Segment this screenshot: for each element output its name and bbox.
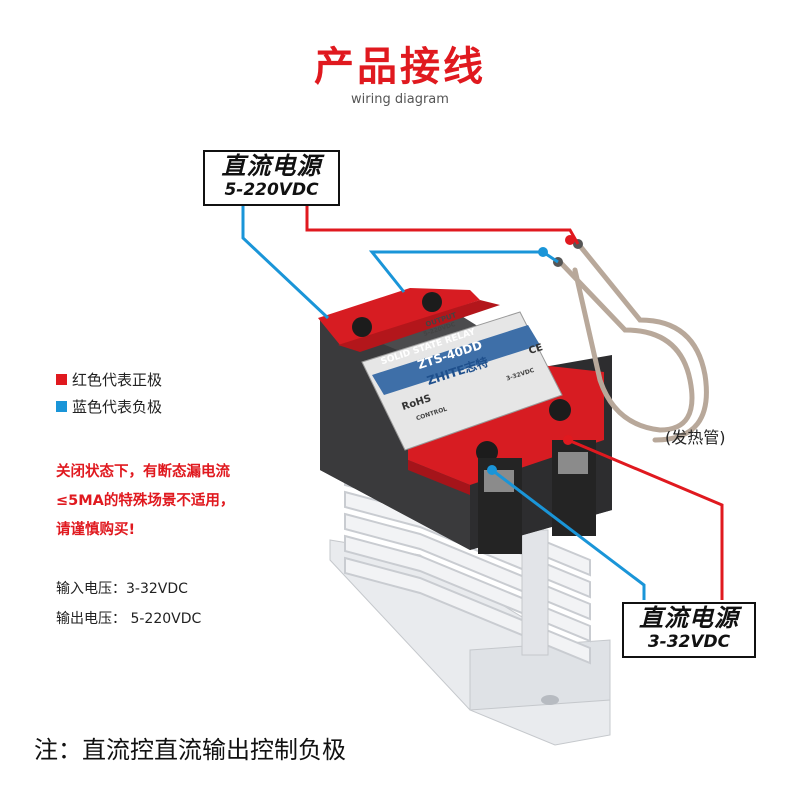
dc-power-output-box: 直流电源 5-220VDC <box>203 150 340 206</box>
relay-ce: CE <box>527 342 544 357</box>
legend-positive: 红色代表正极 <box>56 369 162 390</box>
spec-output-voltage: 输出电压： 5-220VDC <box>56 611 202 627</box>
screw-hole-2 <box>422 292 442 312</box>
legend-negative: 蓝色代表负极 <box>56 396 162 417</box>
positive-dot-top <box>565 235 575 245</box>
legend-positive-label: 红色代表正极 <box>72 371 163 389</box>
wire-negative <box>241 200 646 600</box>
page-subtitle: wiring diagram <box>351 92 449 107</box>
negative-dot-bottom <box>487 465 497 475</box>
relay-body <box>318 288 612 554</box>
heater-label: (发热管) <box>665 428 726 447</box>
terminal-block <box>478 440 596 554</box>
negative-dot-top <box>538 247 548 257</box>
warning-line-1: 关闭状态下，有断态漏电流 <box>56 464 230 480</box>
page-title: 产品接线 <box>314 44 486 90</box>
red-square-icon <box>56 374 67 385</box>
spec-input-voltage: 输入电压：3-32VDC <box>56 581 188 597</box>
warning-line-2: ≤5MA的特殊场景不适用， <box>56 493 235 509</box>
screw-hole-3 <box>476 441 498 463</box>
screw-hole-1 <box>352 317 372 337</box>
footer-note: 注：直流控直流输出控制负极 <box>34 736 346 764</box>
warning-text: 关闭状态下，有断态漏电流 ≤5MA的特殊场景不适用， 请谨慎购买! <box>56 458 306 545</box>
screw-hole-4 <box>549 399 571 421</box>
dc-power-output-title: 直流电源 <box>221 152 322 180</box>
blue-square-icon <box>56 401 67 412</box>
dc-power-input-voltage: 3-32VDC <box>647 632 731 652</box>
dc-power-input-title: 直流电源 <box>639 604 739 632</box>
dc-power-input-box: 直流电源 3-32VDC <box>622 602 756 658</box>
dc-power-output-voltage: 5-220VDC <box>224 180 319 200</box>
positive-dot-bottom <box>563 435 573 445</box>
warning-line-3: 请谨慎购买! <box>56 522 136 538</box>
legend-negative-label: 蓝色代表负极 <box>72 398 163 416</box>
heater-element <box>557 243 709 443</box>
